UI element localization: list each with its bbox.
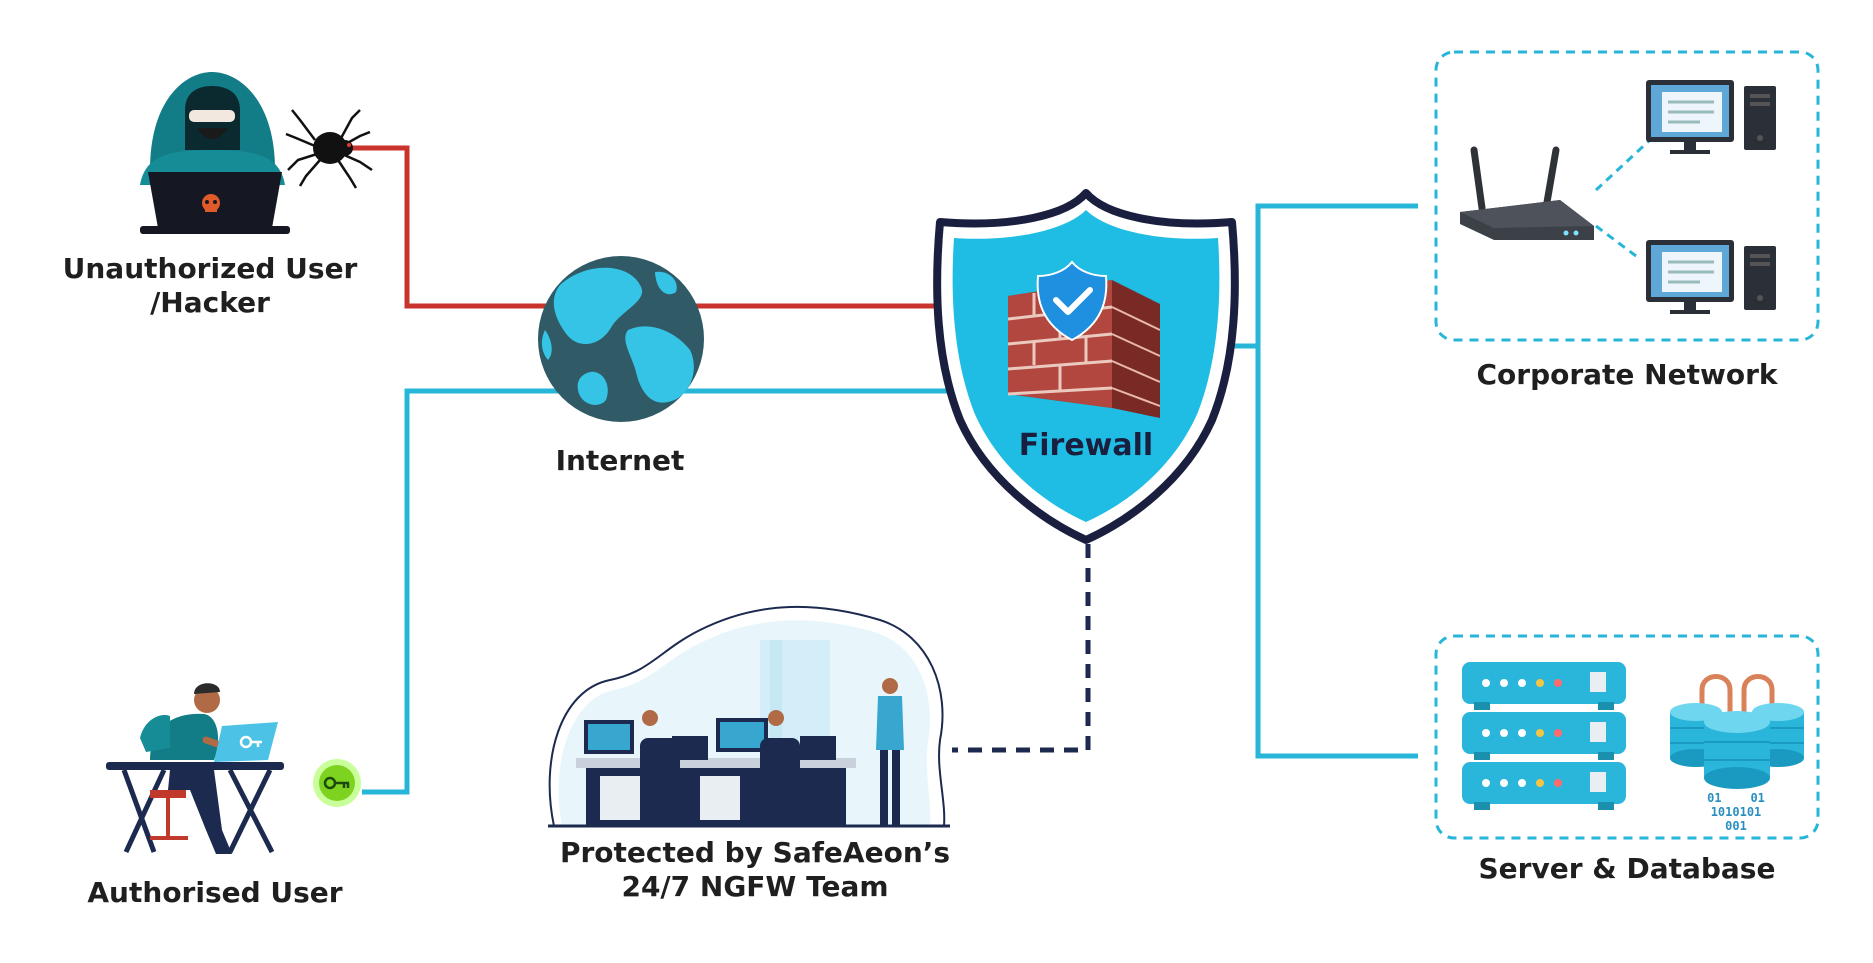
binary-row-2: 1010101 (1711, 805, 1762, 819)
monitoring-dashed-line (952, 544, 1091, 753)
team-label-line2: 24/7 NGFW Team (621, 869, 889, 903)
server-database-label: Server & Database (1478, 852, 1776, 885)
spider-bug-icon (285, 109, 373, 189)
desktop-computer-icon (1646, 80, 1776, 154)
hacker-label: Unauthorized User /Hacker (40, 252, 380, 319)
binary-row-1: 01 01 (1707, 791, 1765, 805)
firewall-label: Firewall (1018, 428, 1154, 463)
network-trunk-line (1255, 203, 1418, 759)
threat-connection-line (350, 145, 1010, 309)
router-icon (1460, 146, 1594, 240)
team-label-line1: Protected by SafeAeon’s (559, 836, 951, 869)
desktop-computer-icon (1646, 240, 1776, 314)
authorised-user-label: Authorised User (87, 876, 343, 909)
hacker-icon (140, 72, 290, 234)
binary-row-3: 001 (1725, 819, 1747, 833)
internet-label: Internet (555, 444, 685, 477)
user-at-laptop-icon (106, 683, 284, 854)
server-rack-icon (1462, 662, 1626, 810)
team-label: Protected by SafeAeon’s 24/7 NGFW Team (530, 836, 980, 903)
key-icon (313, 759, 361, 807)
globe-icon (538, 256, 704, 422)
corporate-network-box (1434, 50, 1820, 342)
database-icon: 01 01 1010101 001 (1670, 674, 1804, 833)
security-operations-team-icon (548, 605, 950, 828)
router-link-bottom (1595, 224, 1637, 258)
hacker-label-line1: Unauthorized User (62, 252, 358, 285)
authorised-connection-line (362, 388, 1010, 795)
server-database-box (1434, 634, 1820, 840)
hacker-label-line2: /Hacker (150, 285, 270, 319)
corporate-network-label: Corporate Network (1476, 358, 1778, 391)
router-link-top (1594, 138, 1652, 192)
connection-lines (350, 145, 1418, 795)
brick-wall-icon (1007, 260, 1161, 418)
